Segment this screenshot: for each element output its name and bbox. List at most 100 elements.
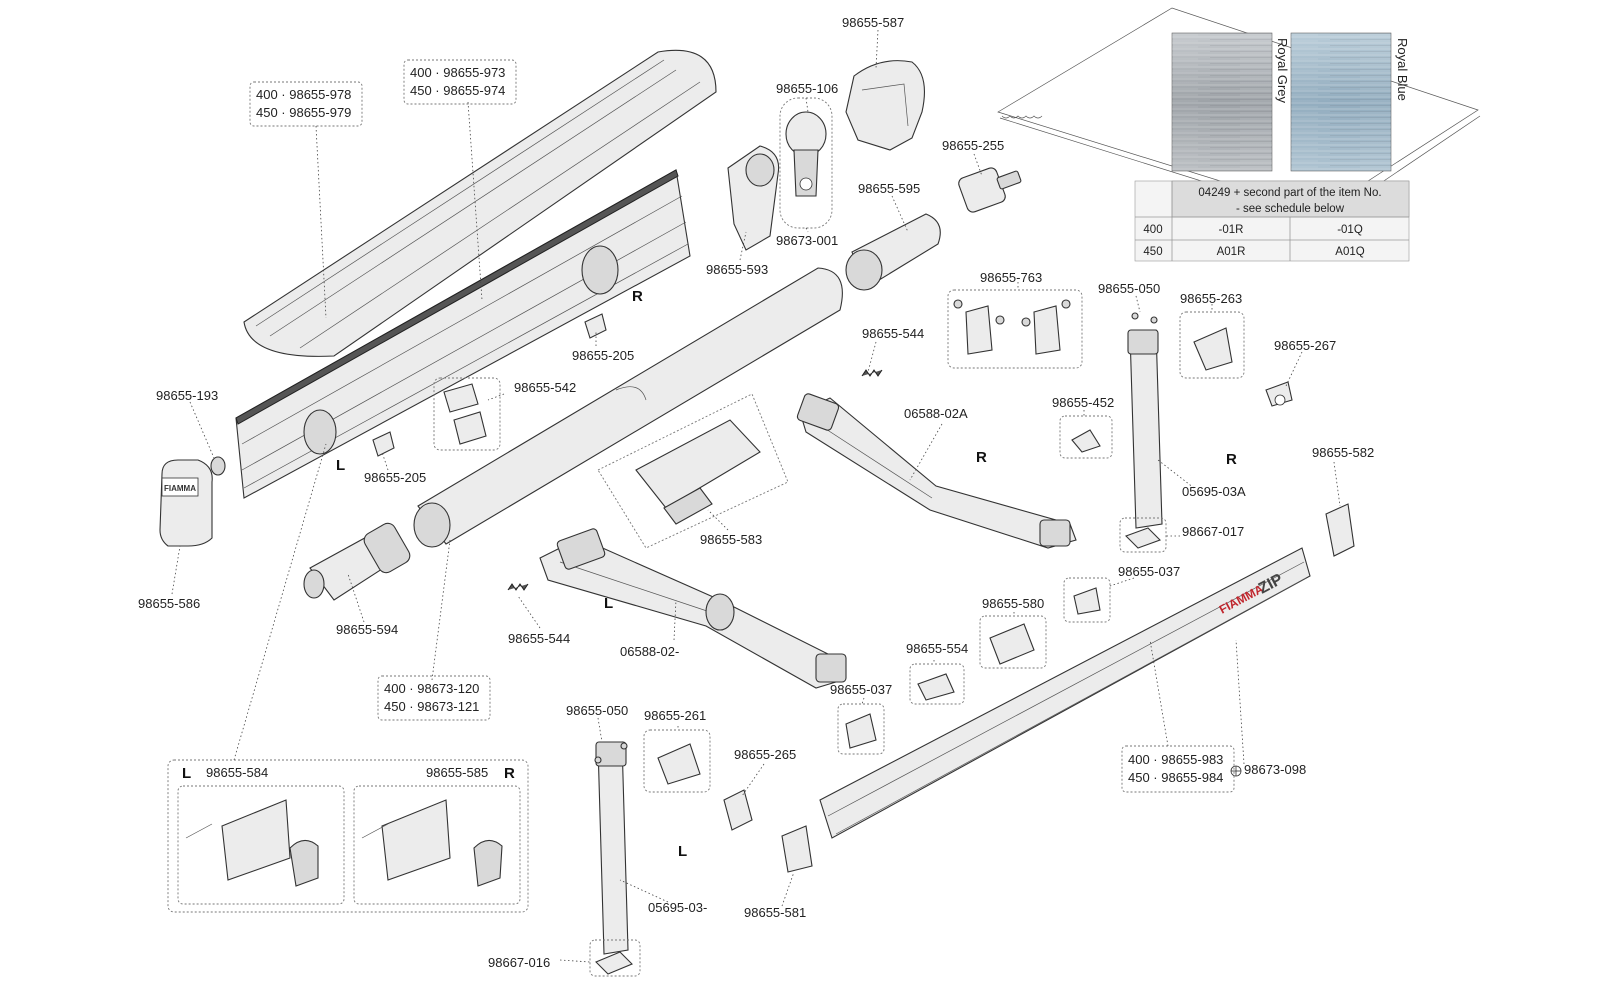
leg-right-05695-03A bbox=[1127, 312, 1163, 529]
part-542 bbox=[443, 383, 487, 445]
label-594: 98655-594 bbox=[336, 622, 398, 637]
clip-205-bottom bbox=[372, 431, 395, 457]
part-037-left bbox=[845, 713, 877, 749]
label-050-left: 98655-050 bbox=[566, 703, 628, 718]
clip-205-top bbox=[584, 313, 607, 339]
label-02: 06588-02- bbox=[620, 644, 679, 659]
table-row-size: 450 bbox=[1143, 246, 1162, 258]
fabric-swatch-royal-blue bbox=[1290, 32, 1392, 172]
part-583 bbox=[635, 419, 761, 525]
housing-587 bbox=[845, 60, 925, 151]
cassette-profile bbox=[235, 169, 691, 499]
label-267: 98655-267 bbox=[1274, 338, 1336, 353]
label-098: 98673-098 bbox=[1244, 762, 1306, 777]
label-box-120 bbox=[377, 675, 491, 721]
table-row-grey: A01R bbox=[1217, 246, 1246, 258]
part-582 bbox=[1325, 503, 1355, 557]
label-593: 98655-593 bbox=[706, 262, 768, 277]
part-763 bbox=[953, 299, 1071, 355]
label-586: 98655-586 bbox=[138, 596, 200, 611]
table-row-blue: A01Q bbox=[1335, 246, 1364, 258]
label-763: 98655-763 bbox=[980, 270, 1042, 285]
fabric-swatch-royal-grey bbox=[1171, 32, 1273, 172]
cassette-cover bbox=[243, 49, 717, 357]
table-row-grey: -01R bbox=[1219, 224, 1244, 236]
label-255: 98655-255 bbox=[942, 138, 1004, 153]
box-542 bbox=[433, 377, 501, 451]
label-box-983 bbox=[1121, 745, 1235, 793]
part-263 bbox=[1193, 327, 1233, 371]
label-265: 98655-265 bbox=[734, 747, 796, 762]
part-581 bbox=[781, 825, 813, 873]
spring-544-bottom bbox=[507, 583, 529, 591]
plug-595 bbox=[845, 213, 941, 291]
spindle-255 bbox=[958, 167, 1022, 213]
bushing-193 bbox=[210, 456, 226, 476]
foot-017 bbox=[1125, 527, 1161, 549]
side-marker-r: R bbox=[632, 288, 643, 305]
fabric-item-table: 04249 + second part of the item No. - se… bbox=[1134, 180, 1410, 262]
kit-585-parts bbox=[361, 799, 503, 887]
spring-544-top bbox=[861, 369, 883, 377]
side-marker-l: L bbox=[678, 843, 687, 860]
label-02A: 06588-02A bbox=[904, 406, 968, 421]
table-note-line2: - see schedule below bbox=[1236, 203, 1345, 215]
roller-tube bbox=[413, 267, 843, 548]
part-452 bbox=[1071, 429, 1101, 453]
part-593 bbox=[727, 145, 780, 251]
leader-lines bbox=[171, 29, 1341, 963]
part-265 bbox=[723, 789, 753, 831]
front-bar: FIAMMA ZIP bbox=[819, 547, 1311, 839]
label-037-left: 98655-037 bbox=[830, 682, 892, 697]
kit-box-left bbox=[177, 785, 345, 905]
label-542: 98655-542 bbox=[514, 380, 576, 395]
leg-left-05695-03- bbox=[594, 741, 629, 955]
label-581: 98655-581 bbox=[744, 905, 806, 920]
side-marker-r: R bbox=[976, 449, 987, 466]
box-037-left bbox=[837, 703, 885, 755]
kit-584-parts bbox=[185, 799, 319, 887]
label-120: 400 · 98673-120 bbox=[384, 681, 479, 696]
part-267 bbox=[1265, 381, 1293, 407]
label-554: 98655-554 bbox=[906, 641, 968, 656]
box-017 bbox=[1119, 517, 1167, 553]
kit-box-outer bbox=[167, 759, 529, 913]
label-263: 98655-263 bbox=[1180, 291, 1242, 306]
part-106 bbox=[785, 111, 827, 197]
box-580 bbox=[979, 615, 1047, 669]
label-544-bottom: 98655-544 bbox=[508, 631, 570, 646]
side-markers: R L R R L L L R bbox=[182, 288, 1237, 860]
part-037-right bbox=[1073, 587, 1101, 615]
label-587: 98655-587 bbox=[842, 15, 904, 30]
label-582: 98655-582 bbox=[1312, 445, 1374, 460]
box-016 bbox=[589, 939, 641, 977]
label-193: 98655-193 bbox=[156, 388, 218, 403]
swatch-label-grey: Royal Grey bbox=[1275, 38, 1290, 104]
label-box-973 bbox=[403, 59, 517, 105]
label-585: 98655-585 bbox=[426, 765, 488, 780]
label-544-top: 98655-544 bbox=[862, 326, 924, 341]
label-973: 400 · 98655-973 bbox=[410, 65, 505, 80]
side-marker-r: R bbox=[504, 765, 515, 782]
box-554 bbox=[909, 663, 965, 705]
end-cap-logo: FIAMMA bbox=[164, 484, 196, 493]
label-box-978 bbox=[249, 81, 363, 127]
part-261 bbox=[657, 743, 701, 785]
side-marker-l: L bbox=[604, 595, 613, 612]
box-261 bbox=[643, 729, 711, 793]
label-261: 98655-261 bbox=[644, 708, 706, 723]
label-205-bottom: 98655-205 bbox=[364, 470, 426, 485]
table-row-blue: -01Q bbox=[1337, 224, 1363, 236]
label-580: 98655-580 bbox=[982, 596, 1044, 611]
box-037-right bbox=[1063, 577, 1111, 623]
box-763 bbox=[947, 289, 1083, 369]
side-marker-l: L bbox=[182, 765, 191, 782]
table-row-size: 400 bbox=[1143, 224, 1162, 236]
label-583: 98655-583 bbox=[700, 532, 762, 547]
label-595: 98655-595 bbox=[858, 181, 920, 196]
foot-016 bbox=[595, 951, 633, 975]
label-452: 98655-452 bbox=[1052, 395, 1114, 410]
label-050-right: 98655-050 bbox=[1098, 281, 1160, 296]
label-03A: 05695-03A bbox=[1182, 484, 1246, 499]
box-583 bbox=[597, 393, 789, 549]
